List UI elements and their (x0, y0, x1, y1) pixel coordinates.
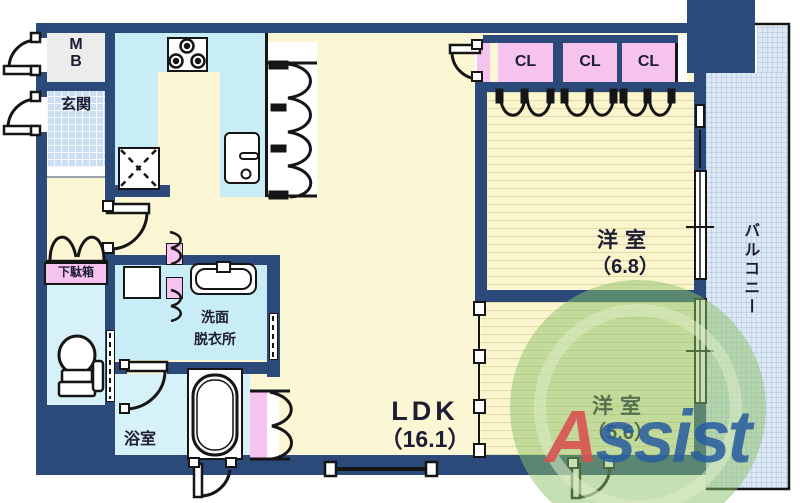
balcony-floor-upper (757, 26, 788, 73)
label-closet-3: CL (637, 53, 660, 70)
label-genkan: 玄関 (60, 96, 91, 113)
wall (475, 290, 706, 302)
label-closet-1: CL (514, 53, 537, 70)
entry-door-icon (2, 31, 42, 77)
label-shoe-cabinet: 下駄箱 (57, 265, 94, 279)
label-closet-2: CL (579, 53, 601, 70)
door-post (166, 277, 183, 299)
wall (105, 33, 115, 203)
wall (675, 43, 678, 82)
closet-2 (563, 43, 617, 82)
label-balcony: バルコニー (741, 222, 759, 317)
shoe-cabinet (44, 262, 108, 285)
wall (553, 43, 563, 82)
wall (115, 362, 127, 374)
wall (477, 82, 694, 92)
sliding-door (269, 313, 278, 360)
wall (265, 33, 268, 197)
door-post (166, 243, 183, 265)
sliding-door (106, 330, 115, 402)
wall (115, 255, 166, 265)
room-bedroom-a-floor (487, 92, 694, 290)
doorway (36, 97, 47, 132)
pantry-closet (268, 42, 317, 197)
room-meter-box (47, 33, 105, 82)
label-washroom: 洗面脱衣所 (194, 309, 236, 348)
room-toilet (47, 285, 105, 405)
window (695, 104, 705, 128)
kitchen-sink-icon (224, 132, 260, 184)
stove-icon (167, 37, 208, 72)
closet-1 (498, 43, 553, 82)
closet-3 (622, 43, 675, 82)
bath-closet-door (267, 390, 279, 460)
genkan-step (47, 167, 105, 178)
wall-gap (678, 35, 687, 82)
label-ldk: LDK （16.1） (379, 396, 471, 452)
label-bedroom-a: 洋室 （6.8） (591, 229, 659, 279)
doorway (36, 38, 47, 72)
bath-closet (250, 390, 267, 460)
wall (483, 35, 694, 43)
room-genkan (47, 91, 105, 167)
window (694, 298, 707, 404)
label-bedroom-b: 洋室 （5.6） (586, 395, 654, 445)
wall (183, 255, 280, 265)
bathtub-icon (187, 368, 243, 460)
entry-door-icon (2, 90, 42, 137)
vanity-sink-icon (190, 263, 257, 295)
wall (475, 78, 487, 290)
wall (47, 82, 105, 91)
label-bath: 浴室 (123, 431, 156, 448)
washer-pan-icon (123, 266, 161, 299)
floor-hatch-icon (118, 147, 160, 190)
pillar (687, 0, 755, 73)
wall (36, 405, 115, 475)
closet (477, 43, 490, 82)
wall (105, 250, 115, 408)
wall (617, 43, 622, 82)
